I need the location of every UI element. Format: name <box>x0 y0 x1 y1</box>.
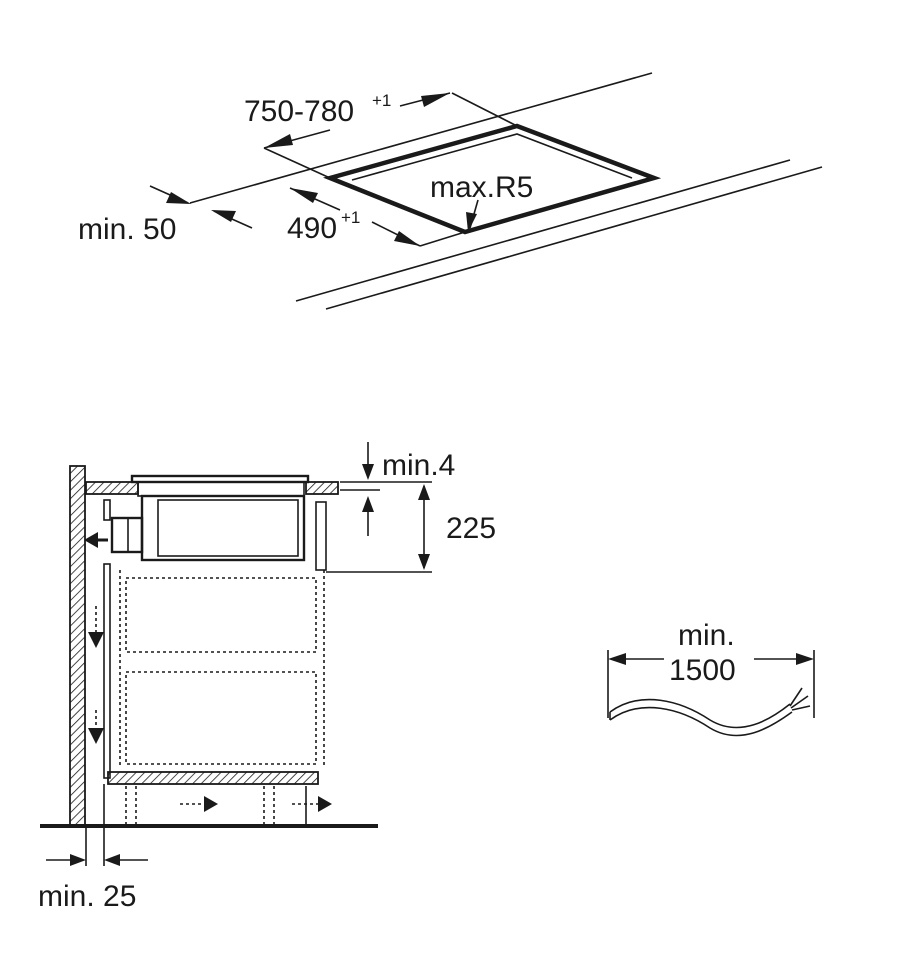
front-edge-label: min. 50 <box>78 213 176 246</box>
cable-length-label: 1500 <box>669 654 736 687</box>
hob-body-inner <box>157 499 299 557</box>
corner-radius-label: max.R5 <box>430 171 533 204</box>
ext-line-right <box>451 92 518 127</box>
cable-wire <box>790 695 809 709</box>
hob-body <box>140 494 306 562</box>
height-arrow-bottom <box>418 554 430 570</box>
worktop-front-edge-upper <box>295 159 791 302</box>
cutout-inner-edge <box>351 133 633 181</box>
drawer-upper <box>125 577 317 653</box>
section-view: min.4 225 min. 25 <box>38 442 496 913</box>
arrow-head <box>166 192 191 204</box>
gap-arrow-bottom-head <box>362 496 374 512</box>
cutout-width-label: 750-780 <box>244 95 354 128</box>
cable-min-label: min. <box>678 619 735 652</box>
airflow-arrow-head <box>88 728 104 744</box>
arrow-head <box>394 231 420 246</box>
worktop-back-edge <box>189 72 653 204</box>
height-arrow-top <box>418 484 430 500</box>
worktop-right <box>305 481 339 495</box>
cable-wire <box>791 705 811 711</box>
airflow-arrow-head <box>88 632 104 648</box>
gap-arrow-top-head <box>362 464 374 480</box>
cutout-depth-tolerance: +1 <box>341 208 360 227</box>
arrow-head <box>290 188 318 203</box>
cutout-outline <box>322 123 662 235</box>
worktop-left <box>85 481 139 495</box>
worktop-cutout-view: 750-780 +1 max.R5 490 +1 min. 50 <box>78 72 823 310</box>
cable-wire <box>789 687 803 707</box>
arrow-head <box>466 212 477 232</box>
back-panel-lower <box>103 563 111 779</box>
cable-lower-edge <box>609 706 793 737</box>
worktop-front-edge-lower <box>325 166 823 310</box>
arrow-head <box>211 210 236 222</box>
ext-line-left <box>263 147 331 179</box>
cable-upper-edge <box>609 698 791 729</box>
wall-gap-arrow-right-head <box>104 854 120 866</box>
hob-frame <box>137 481 305 497</box>
plinth-arrow-head <box>318 796 332 812</box>
height-label: 225 <box>446 512 496 545</box>
ext-line-depth <box>419 231 466 247</box>
front-panel <box>315 501 327 571</box>
drawer-lower <box>125 671 317 765</box>
back-panel-upper <box>103 499 111 521</box>
exhaust-outlet <box>110 516 144 554</box>
cable-arrow-left <box>608 653 626 665</box>
cutout-depth-label: 490 <box>287 212 337 245</box>
arrow-head <box>264 134 293 148</box>
wall-gap-label: min. 25 <box>38 880 136 913</box>
gap-top-label: min.4 <box>382 449 455 482</box>
exhaust-arrow-head <box>84 532 98 548</box>
cutout-width-tolerance: +1 <box>372 91 391 110</box>
arrow-head <box>421 93 450 107</box>
cable-length-view: min. 1500 <box>607 619 815 737</box>
plinth-arrow-head <box>204 796 218 812</box>
hob-glass <box>130 474 310 484</box>
cabinet-bottom <box>107 771 319 785</box>
cable-arrow-right <box>796 653 814 665</box>
wall-gap-arrow-left-head <box>70 854 86 866</box>
wall <box>69 465 86 827</box>
